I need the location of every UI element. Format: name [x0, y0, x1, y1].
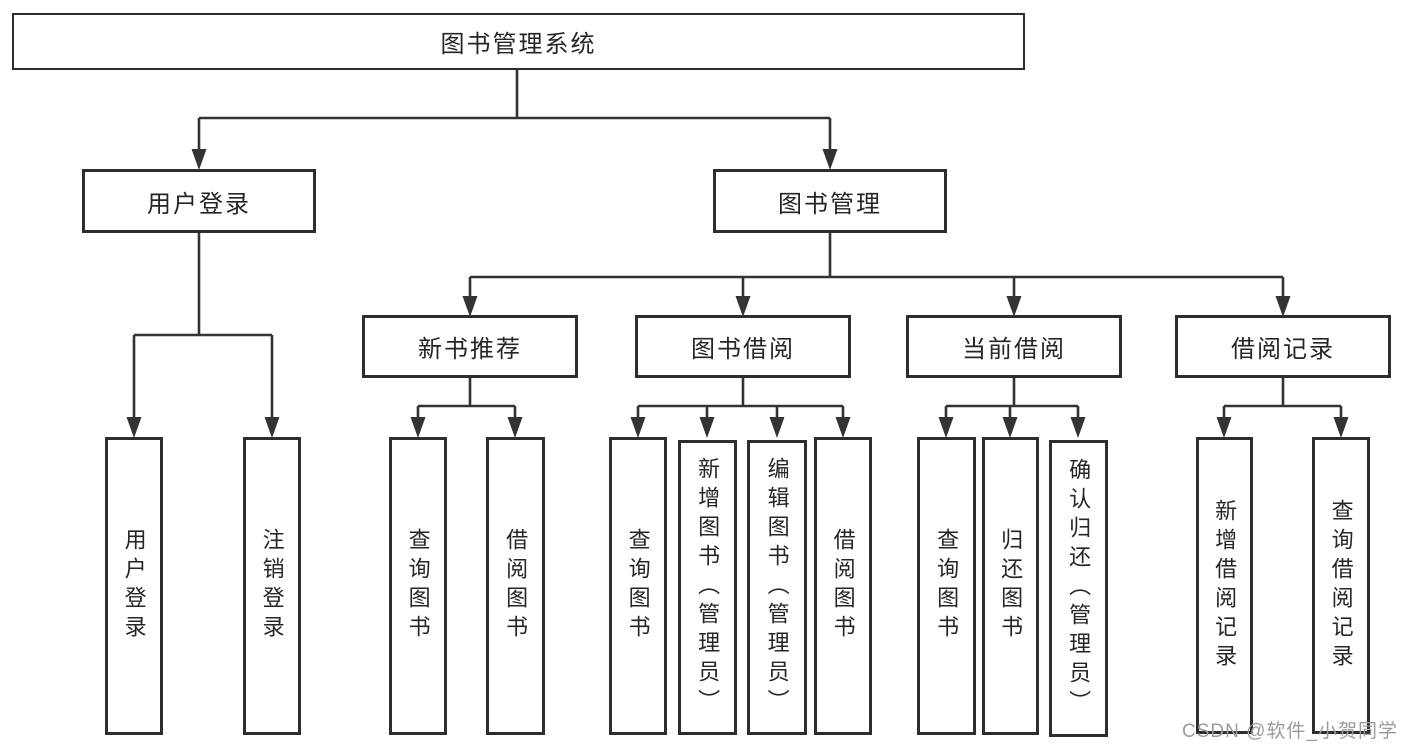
- leaf-add-books-admin-label: 新增图书（管理员）: [695, 457, 721, 718]
- arrowhead-new-book: [462, 296, 478, 317]
- node-root-label: 图书管理系统: [440, 31, 597, 58]
- connector-borrow-records-to-leaves: [1222, 378, 1343, 420]
- leaf-return-books: 归还图书: [982, 437, 1039, 735]
- leaf-query-books-recommend-label: 查询图书: [405, 528, 431, 644]
- watermark: CSDN @软件_小贺同学: [1182, 716, 1398, 743]
- arrowhead-leaf-query-books-borrow: [630, 417, 646, 438]
- leaf-user-login: 用户登录: [105, 437, 163, 735]
- node-new-book-recommend: 新书推荐: [362, 315, 578, 378]
- connector-book-borrow-to-leaves: [636, 378, 845, 420]
- arrowhead-leaf-add-borrow-record: [1216, 417, 1232, 438]
- leaf-confirm-return-admin: 确认归还（管理员）: [1049, 440, 1108, 737]
- arrowhead-book-management: [822, 149, 838, 170]
- node-book-borrow: 图书借阅: [635, 315, 851, 378]
- arrowhead-leaf-query-borrow-record: [1333, 417, 1349, 438]
- arrowhead-leaf-query-books-recommend: [410, 417, 426, 438]
- node-current-borrow: 当前借阅: [906, 315, 1122, 378]
- leaf-borrow-books-recommend: 借阅图书: [486, 437, 545, 735]
- leaf-logout: 注销登录: [243, 437, 301, 735]
- arrowhead-leaf-add-books-admin: [699, 417, 715, 438]
- leaf-borrow-books-label: 借阅图书: [830, 528, 856, 644]
- arrowhead-leaf-confirm-return: [1070, 417, 1086, 438]
- leaf-query-borrow-record-label: 查询借阅记录: [1328, 498, 1354, 673]
- arrowhead-user-login: [191, 149, 207, 170]
- leaf-add-books-admin: 新增图书（管理员）: [678, 440, 737, 735]
- node-new-book-recommend-label: 新书推荐: [418, 336, 522, 363]
- connector-book-management-to-level3: [468, 233, 1285, 299]
- leaf-logout-label: 注销登录: [259, 528, 285, 644]
- connector-current-borrow-to-leaves: [944, 378, 1080, 420]
- leaf-query-books-borrow: 查询图书: [609, 437, 667, 735]
- node-book-management-label: 图书管理: [778, 190, 882, 218]
- node-user-login-label: 用户登录: [147, 190, 251, 218]
- node-book-borrow-label: 图书借阅: [691, 336, 795, 363]
- leaf-borrow-books-recommend-label: 借阅图书: [503, 528, 529, 644]
- arrowhead-leaf-borrow-books-recommend: [507, 417, 523, 438]
- leaf-query-books-recommend: 查询图书: [389, 437, 447, 735]
- leaf-edit-books-admin: 编辑图书（管理员）: [747, 440, 807, 735]
- node-user-login: 用户登录: [82, 169, 316, 233]
- leaf-borrow-books: 借阅图书: [814, 437, 872, 735]
- node-borrow-records: 借阅记录: [1175, 315, 1391, 378]
- node-root: 图书管理系统: [12, 13, 1025, 70]
- arrowhead-leaf-return-books: [1002, 417, 1018, 438]
- leaf-query-books-borrow-label: 查询图书: [625, 528, 651, 644]
- arrowhead-leaf-query-books-current: [938, 417, 954, 438]
- leaf-user-login-label: 用户登录: [121, 528, 147, 644]
- leaf-return-books-label: 归还图书: [998, 528, 1024, 644]
- node-book-management: 图书管理: [713, 169, 947, 233]
- arrowhead-leaf-logout: [264, 417, 280, 438]
- leaf-query-borrow-record: 查询借阅记录: [1312, 437, 1370, 734]
- leaf-confirm-return-admin-label: 确认归还（管理员）: [1066, 458, 1092, 719]
- arrowhead-leaf-user-login: [126, 417, 142, 438]
- connector-root-to-level2: [197, 70, 832, 152]
- node-borrow-records-label: 借阅记录: [1231, 336, 1335, 363]
- leaf-query-books-current: 查询图书: [917, 437, 976, 735]
- arrowhead-book-borrow: [735, 296, 751, 317]
- node-current-borrow-label: 当前借阅: [962, 336, 1066, 363]
- arrowhead-leaf-borrow-books: [835, 417, 851, 438]
- connector-user-login-to-leaves: [132, 233, 274, 420]
- arrowhead-leaf-edit-books-admin: [769, 417, 785, 438]
- leaf-add-borrow-record-label: 新增借阅记录: [1212, 498, 1238, 673]
- leaf-query-books-current-label: 查询图书: [934, 528, 960, 644]
- leaf-edit-books-admin-label: 编辑图书（管理员）: [764, 457, 790, 718]
- leaf-add-borrow-record: 新增借阅记录: [1196, 437, 1253, 734]
- connector-new-book-to-leaves: [416, 378, 517, 420]
- arrowhead-current-borrow: [1006, 296, 1022, 317]
- watermark-text: CSDN @软件_小贺同学: [1182, 721, 1398, 742]
- arrowhead-borrow-records: [1275, 296, 1291, 317]
